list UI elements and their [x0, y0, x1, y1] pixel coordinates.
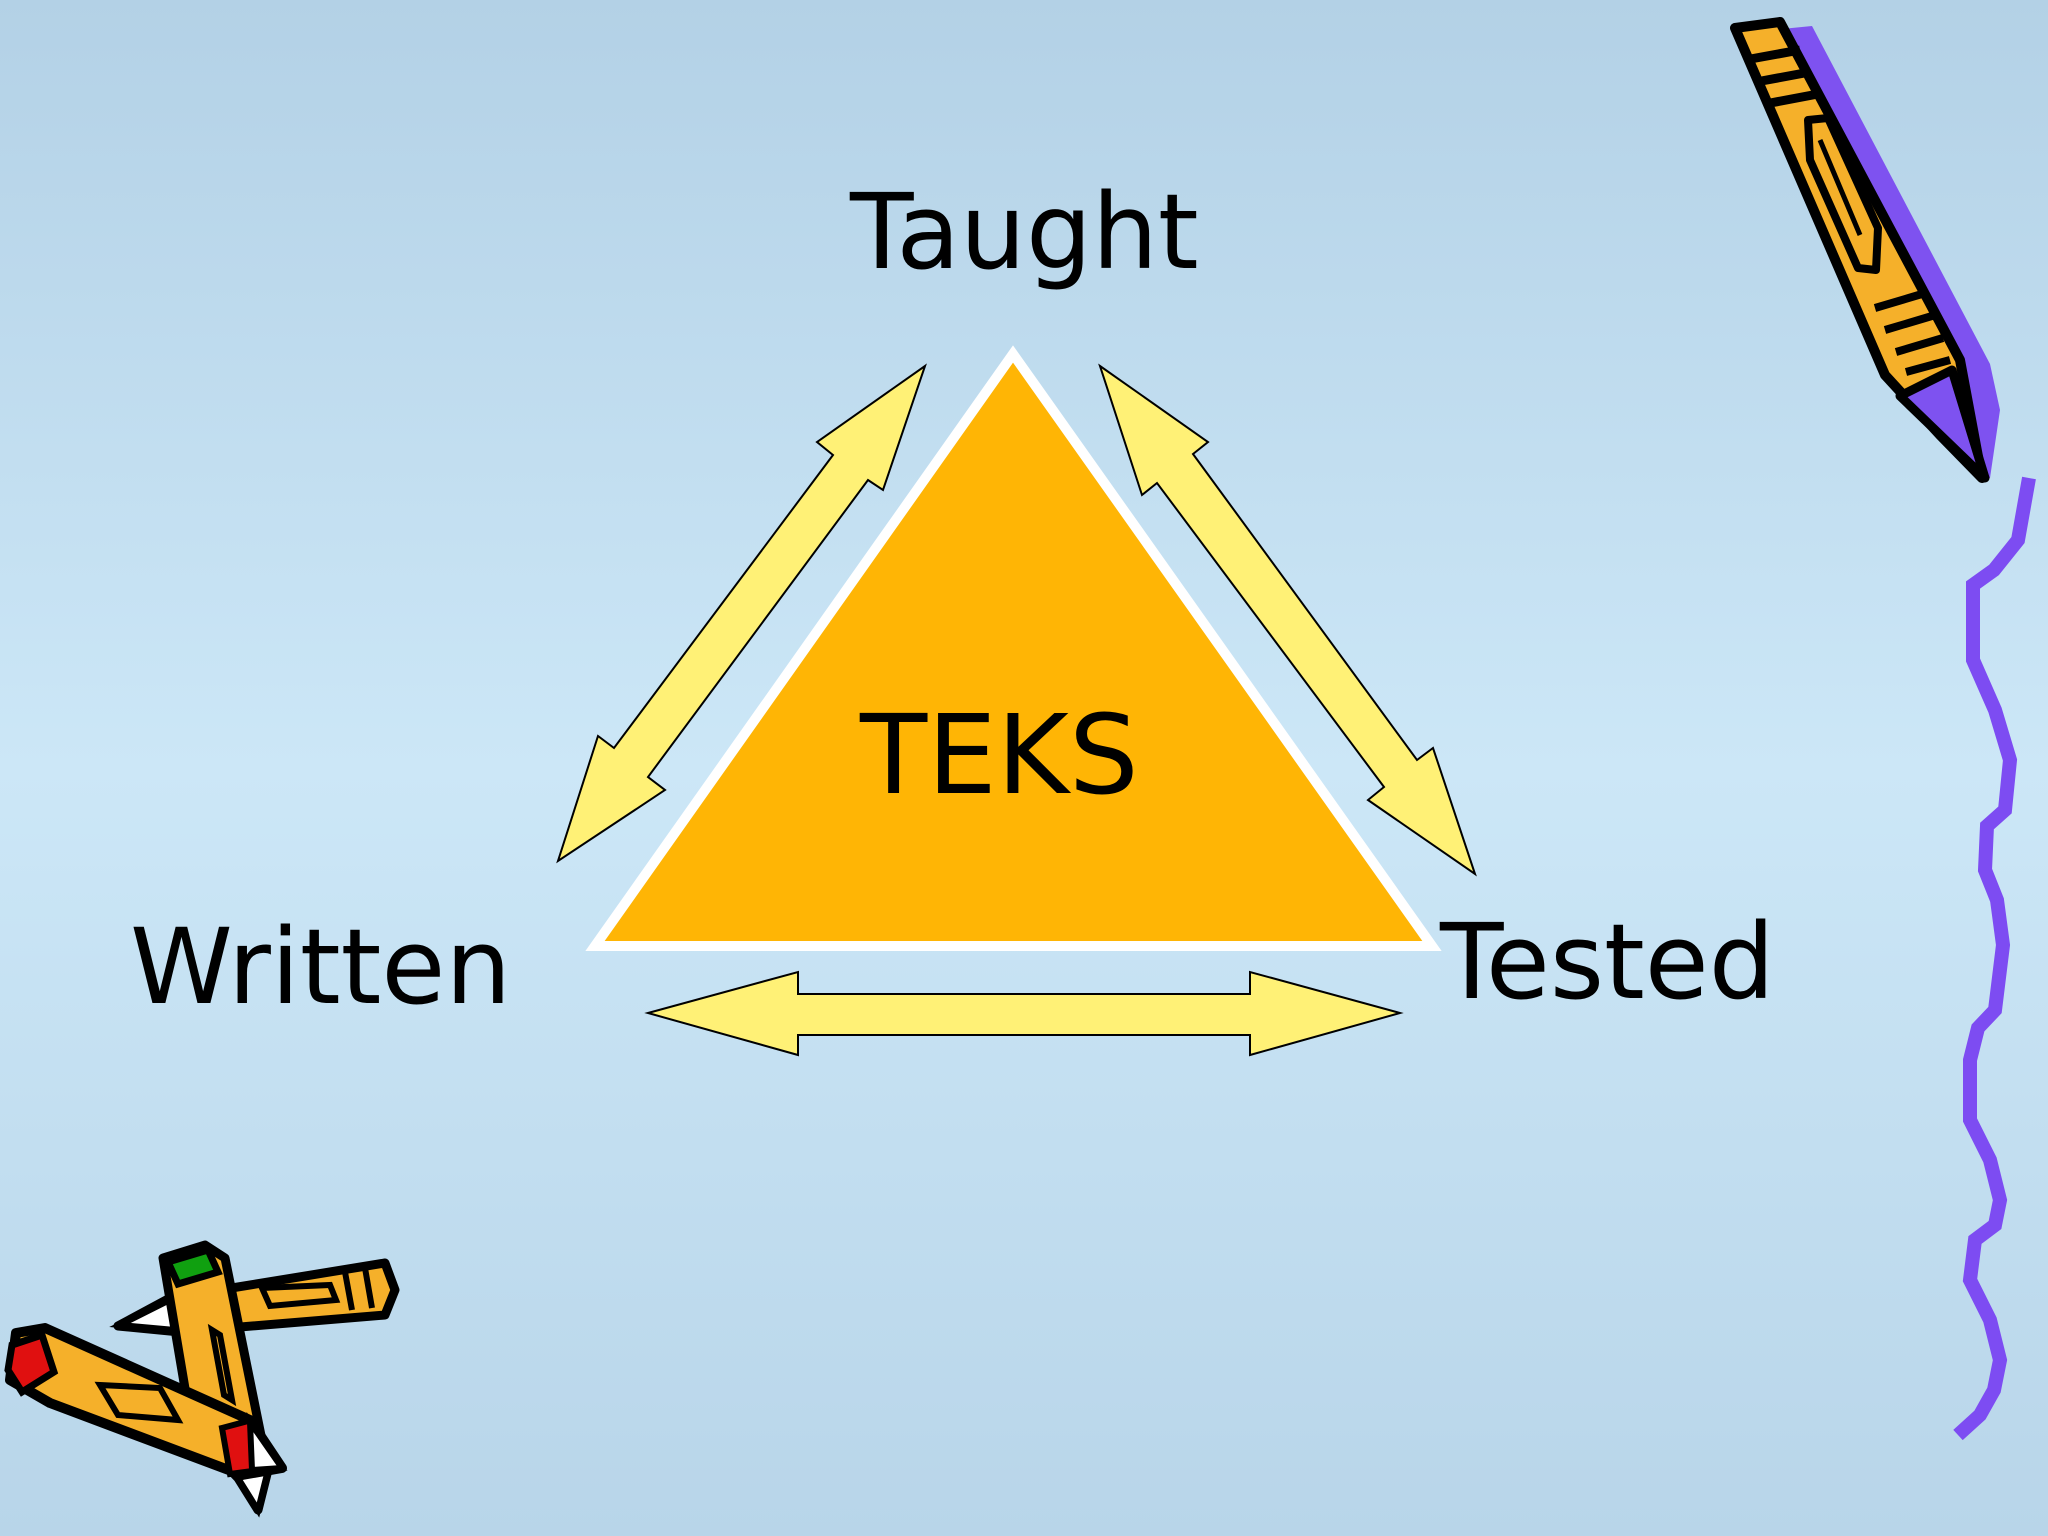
label-written: Written — [130, 906, 512, 1028]
label-teks: TEKS — [860, 691, 1139, 819]
pencil-icon — [1730, 17, 2000, 483]
squiggle-line — [1953, 476, 2036, 1441]
teks-triangle — [585, 345, 1442, 951]
label-tested: Tested — [1440, 901, 1775, 1023]
pencils-icon — [4, 1240, 400, 1518]
arrow-written-tested — [644, 970, 1404, 1057]
arrow-taught-tested — [1098, 363, 1477, 877]
arrow-taught-written — [556, 363, 927, 864]
label-taught: Taught — [850, 171, 1199, 293]
